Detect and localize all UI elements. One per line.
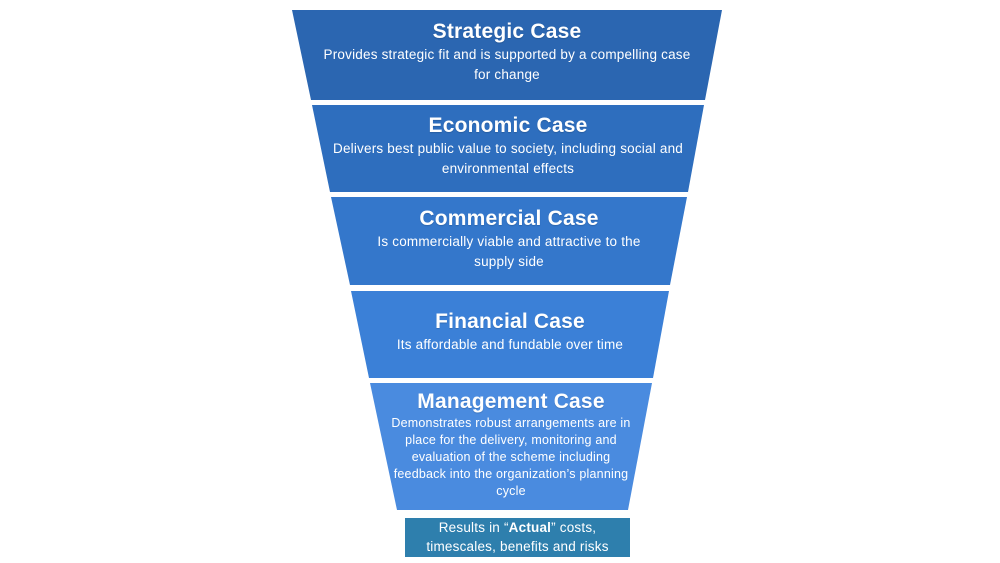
economic-case-description: Delivers best public value to society, i…	[333, 141, 683, 176]
funnel-segment-economic: Economic Case Delivers best public value…	[312, 105, 704, 192]
management-case-title: Management Case	[417, 390, 605, 413]
results-box: Results in “Actual” costs, timescales, b…	[405, 518, 630, 557]
results-bold-word: Actual	[508, 520, 552, 536]
management-case-description: Demonstrates robust arrangements are in …	[391, 416, 631, 498]
funnel-segment-strategic: Strategic Case Provides strategic fit an…	[292, 10, 722, 100]
funnel-segment-commercial: Commercial Case Is commercially viable a…	[331, 197, 687, 285]
funnel-segment-management: Management Case Demonstrates robust arra…	[370, 383, 652, 510]
results-line2: timescales, benefits and risks	[426, 538, 609, 554]
results-text: Results in “Actual” costs, timescales, b…	[426, 519, 608, 555]
commercial-case-description: Is commercially viable and attractive to…	[377, 234, 641, 269]
results-line1-suffix: ” costs,	[551, 520, 597, 536]
results-line1-prefix: Results in “	[438, 520, 509, 536]
strategic-case-title: Strategic Case	[432, 20, 582, 43]
financial-case-title: Financial Case	[435, 310, 585, 333]
commercial-case-title: Commercial Case	[419, 207, 599, 230]
economic-case-title: Economic Case	[428, 114, 588, 137]
financial-case-description: Its affordable and fundable over time	[396, 337, 624, 353]
funnel-segment-financial: Financial Case Its affordable and fundab…	[351, 291, 669, 378]
strategic-case-description: Provides strategic fit and is supported …	[323, 47, 691, 82]
